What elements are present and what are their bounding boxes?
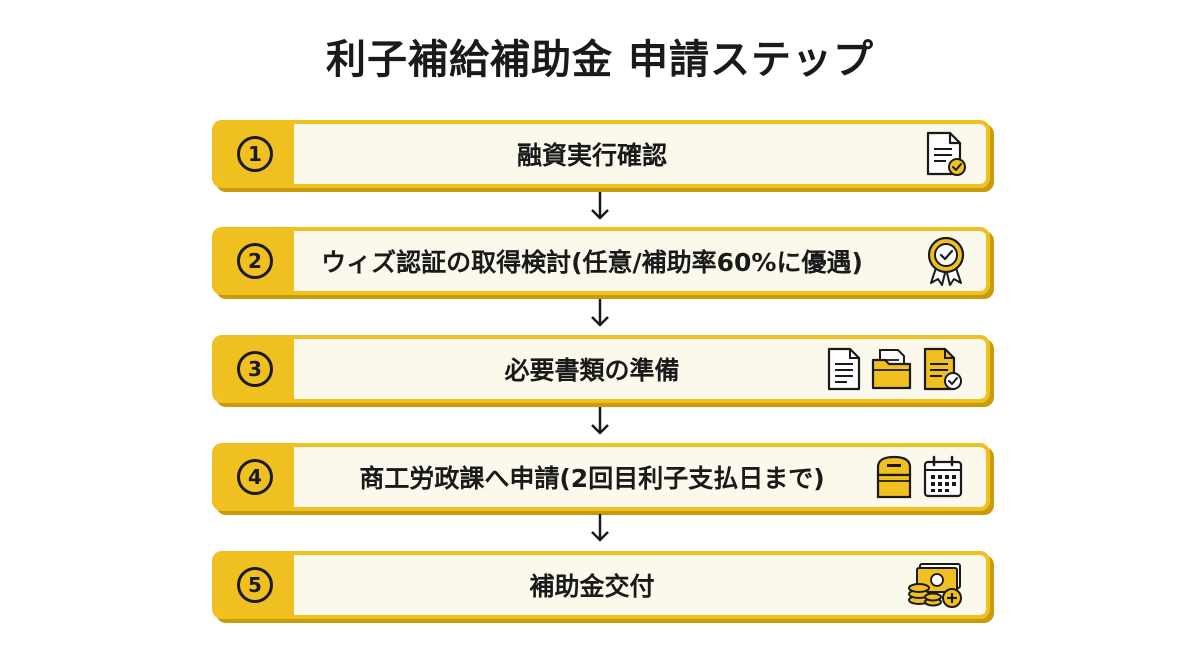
step-icons [924, 231, 968, 291]
step-number: 1 [237, 136, 273, 172]
step-card-4: 4 商工労政課へ申請(2回目利子支払日まで) [212, 443, 990, 511]
step-icons [924, 124, 968, 184]
document-check-icon [926, 131, 966, 176]
step-card-1: 1 融資実行確認 [212, 120, 990, 188]
step-label: ウィズ認証の取得検討(任意/補助率60%に優遇) [321, 248, 863, 277]
step-icons [826, 339, 964, 399]
calendar-icon [923, 455, 963, 498]
arrow-down-icon [591, 299, 609, 327]
step-label: 商工労政課へ申請(2回目利子支払日まで) [359, 464, 825, 493]
arrow-down-icon [591, 514, 609, 542]
arrow-down-icon [591, 407, 609, 435]
step-number: 4 [237, 459, 273, 495]
step-number: 2 [237, 243, 273, 279]
folder-icon [871, 349, 912, 390]
arrow-down-icon [591, 192, 609, 220]
step-number-badge: 4 [216, 447, 294, 507]
step-card-3: 3 必要書類の準備 [212, 335, 990, 403]
step-number-badge: 3 [216, 339, 294, 399]
step-label: 補助金交付 [529, 572, 655, 601]
page-title: 利子補給補助金 申請ステップ [326, 37, 874, 83]
step-number: 3 [237, 351, 273, 387]
document-check-icon [923, 347, 962, 391]
step-number-badge: 5 [216, 555, 294, 615]
step-card-5: 5 補助金交付 [212, 551, 990, 619]
step-card-2: 2 ウィズ認証の取得検討(任意/補助率60%に優遇) [212, 227, 990, 295]
mailbox-icon [876, 455, 912, 499]
step-number-badge: 1 [216, 124, 294, 184]
step-number: 5 [237, 567, 273, 603]
award-badge-icon [927, 236, 965, 286]
step-icons [906, 555, 964, 615]
step-icons [874, 447, 964, 507]
document-icon [827, 347, 861, 391]
step-number-badge: 2 [216, 231, 294, 291]
step-label: 融資実行確認 [516, 141, 667, 170]
step-label: 必要書類の準備 [504, 356, 680, 385]
money-coins-icon [908, 563, 962, 608]
